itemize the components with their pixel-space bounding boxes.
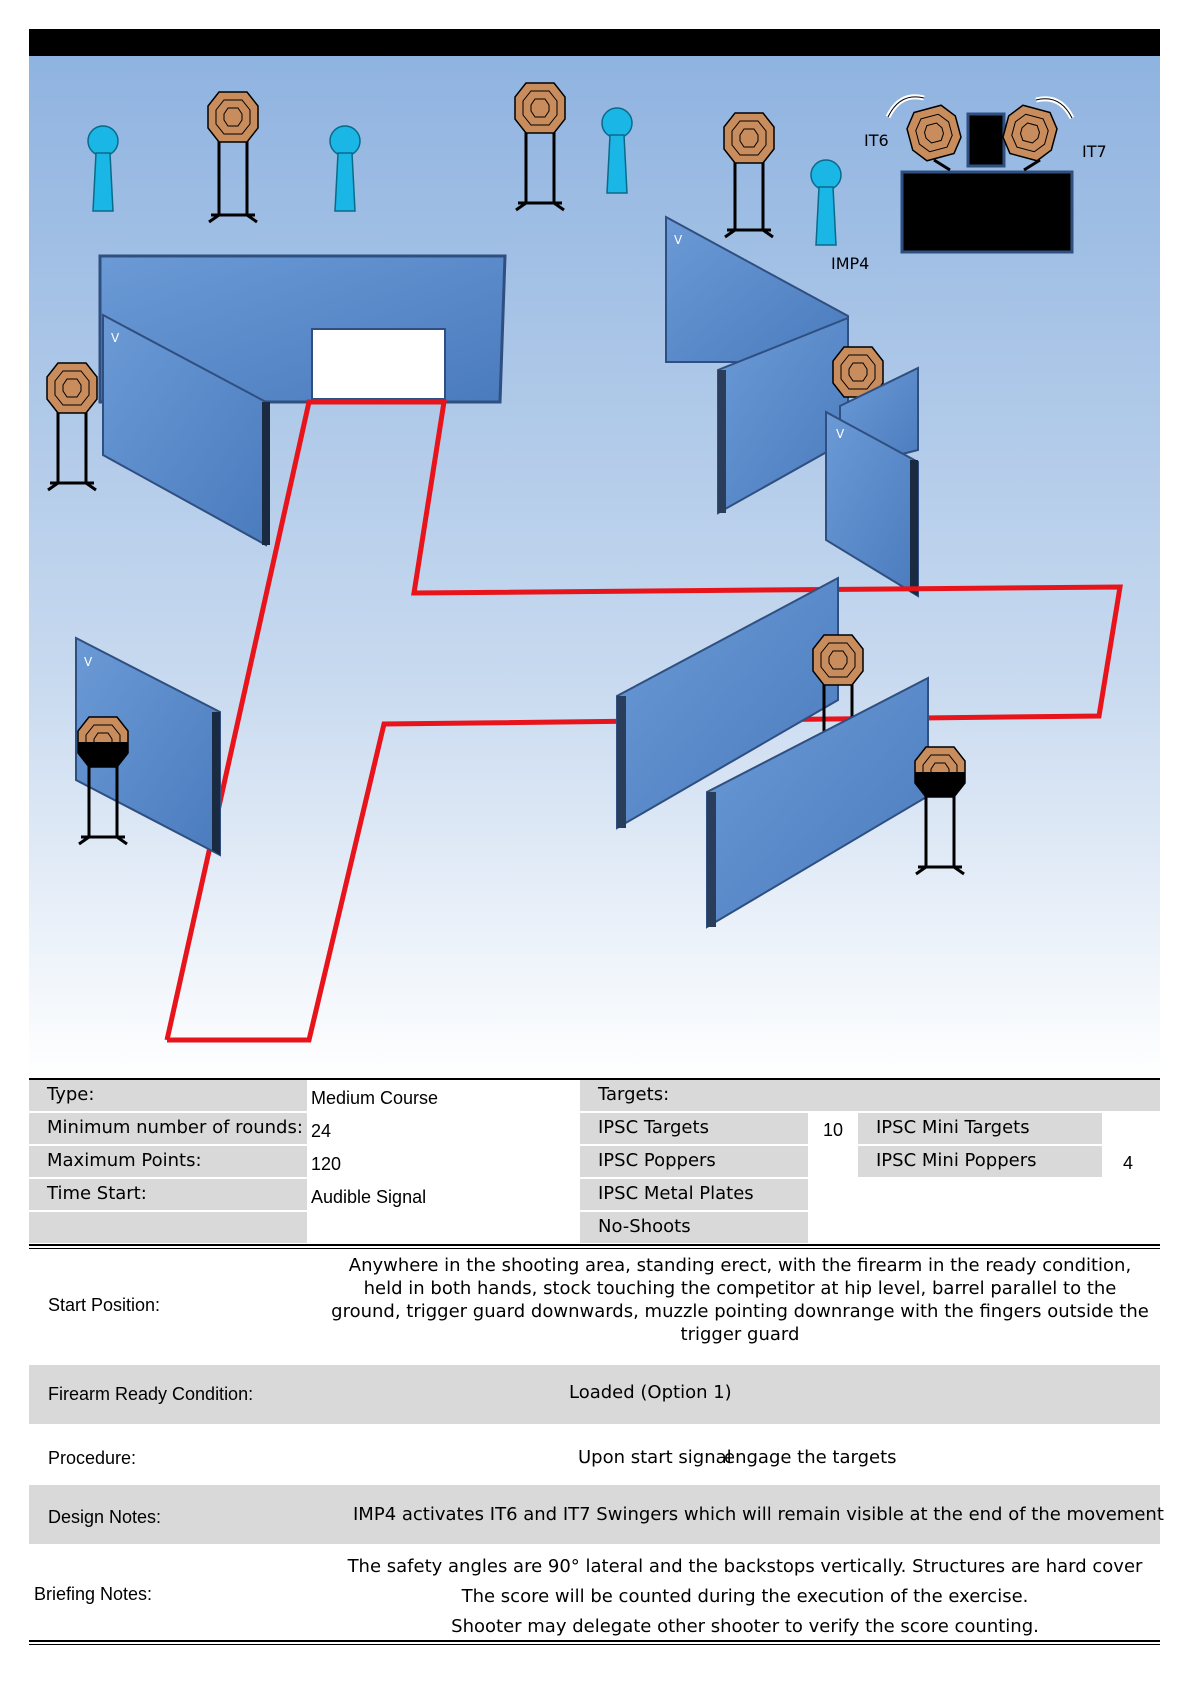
wall-lower-right-2: [706, 676, 929, 929]
procedure-label: Procedure:: [48, 1448, 137, 1468]
min-rounds-label: Minimum number of rounds:: [29, 1113, 307, 1144]
svg-text:V: V: [836, 427, 845, 441]
wall-lower-left: V: [75, 636, 221, 857]
swinger-assembly: [885, 94, 1075, 254]
procedure-text-2: engage the targets: [724, 1447, 897, 1468]
ipsc-mini-poppers-label: IPSC Mini Poppers: [858, 1146, 1102, 1177]
ipsc-targets-label: IPSC Targets: [580, 1113, 808, 1144]
wall-right-upper: V: [665, 215, 849, 515]
ipsc-mini-poppers-value: 4: [1123, 1153, 1134, 1173]
wall-right-middle: V: [825, 366, 919, 598]
targets-label: Targets:: [580, 1080, 1160, 1111]
type-label: Type:: [29, 1080, 307, 1111]
design-notes-value: IMP4 activates IT6 and IT7 Swingers whic…: [353, 1504, 1164, 1525]
fault-line: [164, 399, 1123, 1043]
design-notes-row: Design Notes: IMP4 activates IT6 and IT7…: [29, 1485, 1164, 1544]
time-start-value: Audible Signal: [311, 1187, 427, 1207]
briefing-notes-text: The safety angles are 90° lateral and th…: [347, 1556, 1143, 1637]
window-opening: [311, 328, 446, 400]
start-position-text: Anywhere in the shooting area, standing …: [331, 1255, 1149, 1345]
no-shoots-label: No-Shoots: [580, 1212, 808, 1243]
type-value: Medium Course: [311, 1088, 439, 1108]
svg-text:V: V: [674, 233, 683, 247]
firearm-ready-row: Firearm Ready Condition: Loaded (Option …: [29, 1365, 1160, 1424]
ipsc-targets-value: 10: [823, 1120, 844, 1140]
ipsc-metal-plates-label: IPSC Metal Plates: [580, 1179, 808, 1210]
bottom-rule: [29, 1640, 1160, 1642]
start-position-label: Start Position:: [48, 1295, 161, 1315]
table-top-rule: [29, 1078, 1160, 1080]
back-wall: [98, 254, 507, 404]
svg-text:V: V: [111, 331, 120, 345]
ipsc-poppers-label: IPSC Poppers: [580, 1146, 808, 1177]
procedure-text-1: Upon start signal: [578, 1447, 732, 1468]
wall-lower-right-1: [616, 576, 839, 830]
wall-left-angled: V: [102, 313, 270, 547]
empty-cell: [29, 1212, 307, 1243]
time-start-label: Time Start:: [29, 1179, 307, 1210]
min-rounds-value: 24: [311, 1121, 332, 1141]
design-notes-label: Design Notes:: [48, 1507, 162, 1527]
briefing-notes-label: Briefing Notes:: [34, 1584, 153, 1604]
label-imp4: IMP4: [831, 254, 869, 273]
stage-diagram: IT6 IT7 IMP4 V V V V: [29, 29, 1160, 1080]
label-it6: IT6: [864, 131, 889, 150]
label-it7: IT7: [1082, 142, 1107, 161]
max-points-label: Maximum Points:: [29, 1146, 307, 1177]
firearm-ready-label: Firearm Ready Condition:: [48, 1384, 254, 1404]
max-points-value: 120: [311, 1154, 342, 1174]
header-bar: [29, 29, 1160, 56]
target-lower-right: [914, 746, 966, 876]
ipsc-mini-targets-label: IPSC Mini Targets: [858, 1113, 1102, 1144]
firearm-ready-value: Loaded (Option 1): [569, 1382, 732, 1403]
target-lower-left: [77, 716, 129, 846]
svg-text:V: V: [84, 655, 93, 669]
table-mid-rule: [29, 1244, 1160, 1246]
